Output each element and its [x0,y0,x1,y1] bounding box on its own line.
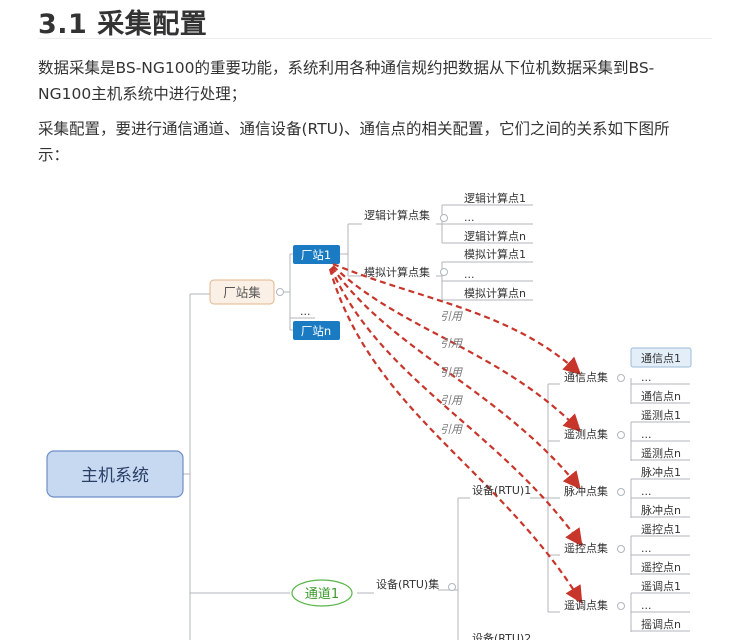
reference-arrow-remote-adjust [328,268,583,604]
station-1-box [293,245,340,264]
channel-1-box [291,579,353,607]
point-remote-control-ellipsis: ... [641,542,652,555]
reference-label: 引用 [440,310,463,323]
logic-item-n[interactable]: 逻辑计算点n [464,229,526,243]
channel-1-node[interactable]: 通道1 [291,579,353,607]
station-1-label: 厂站1 [301,248,331,262]
point-telemetry-1[interactable]: 遥测点1 [641,409,681,422]
analog-item-n[interactable]: 模拟计算点n [464,286,526,300]
channel-1-label: 通道1 [305,587,339,602]
collapse-toggle-telemetry-points[interactable] [617,431,625,439]
reference-label: 引用 [440,366,463,379]
station-n-box [293,321,340,340]
station-set-label: 厂站集 [223,285,261,300]
point-comm-ellipsis: ... [641,371,652,384]
collapse-toggle-device-set[interactable] [448,583,456,591]
mindmap-connectors [183,204,690,640]
point-comm-n[interactable]: 通信点n [641,390,681,403]
point-set-remote-adjust-label[interactable]: 遥调点集 [564,598,608,612]
collapse-toggle-remote-adjust-points[interactable] [617,602,625,610]
root-node-box [46,450,184,498]
analog-set-label[interactable]: 模拟计算点集 [364,265,430,279]
collapse-toggles [276,214,625,610]
point-remote-adjust-1[interactable]: 遥调点1 [641,580,681,593]
reference-arrows [328,262,583,604]
point-remote-adjust-ellipsis: ... [641,599,652,612]
root-node[interactable]: 主机系统 [46,450,184,498]
reference-label: 引用 [440,337,463,350]
station-1-node[interactable]: 厂站1 [293,245,340,264]
config-paragraph: 采集配置，要进行通信通道、通信设备(RTU)、通信点的相关配置，它们之间的关系如… [38,120,670,164]
point-telemetry-ellipsis: ... [641,428,652,441]
logic-set-label[interactable]: 逻辑计算点集 [364,208,430,222]
point-pulse-n[interactable]: 脉冲点n [641,503,681,517]
collapse-toggle-remote-control-points[interactable] [617,545,625,553]
reference-labels: 引用 引用 引用 引用 引用 [440,310,463,436]
collapse-toggle-pulse-points[interactable] [617,488,625,496]
point-set-telemetry-label[interactable]: 遥测点集 [564,427,608,441]
point-remote-control-1[interactable]: 遥控点1 [641,522,681,536]
point-remote-adjust-n[interactable]: 摇调点n [641,617,681,631]
logic-item-1[interactable]: 逻辑计算点1 [464,191,526,205]
point-comm-1[interactable]: 通信点1 [641,352,681,365]
reference-arrow-pulse [331,266,581,490]
collapse-toggle-analog-set[interactable] [440,268,448,276]
reference-label: 引用 [440,423,463,436]
reference-label: 引用 [440,394,463,407]
page-title: 3.1 采集配置 [38,9,208,40]
collapse-toggle-station-set[interactable] [276,288,284,296]
title-divider [38,38,712,39]
device-1-label[interactable]: 设备(RTU)1 [472,483,531,497]
point-remote-control-n[interactable]: 遥控点n [641,560,681,574]
point-telemetry-n[interactable]: 遥测点n [641,447,681,460]
station-set-node[interactable]: 厂站集 [209,279,275,305]
intro-paragraph: 数据采集是BS-NG100的重要功能，系统利用各种通信规约把数据从下位机数据采集… [38,59,655,103]
point-set-pulse-label[interactable]: 脉冲点集 [564,484,608,498]
logic-item-ellipsis: ... [464,211,475,224]
collapse-toggle-comm-points[interactable] [617,374,625,382]
station-ellipsis: ... [300,305,311,318]
station-n-label: 厂站n [301,324,331,338]
reference-arrow-comm [332,262,582,375]
analog-item-1[interactable]: 模拟计算点1 [464,247,526,261]
reference-arrow-telemetry [332,265,582,433]
point-set-remote-control-label[interactable]: 遥控点集 [564,541,608,555]
station-n-node[interactable]: 厂站n [293,321,340,340]
point-set-comm-label[interactable]: 通信点集 [564,370,608,384]
point-pulse-ellipsis: ... [641,485,652,498]
device-2-label[interactable]: 设备(RTU)2 [472,631,531,640]
point-pulse-1[interactable]: 脉冲点1 [641,465,681,479]
device-set-label[interactable]: 设备(RTU)集 [376,577,439,591]
root-node-label: 主机系统 [81,466,149,486]
selected-point-highlight [630,347,692,368]
collapse-toggle-logic-set[interactable] [440,214,448,222]
station-set-box [209,279,275,305]
analog-item-ellipsis: ... [464,268,475,281]
